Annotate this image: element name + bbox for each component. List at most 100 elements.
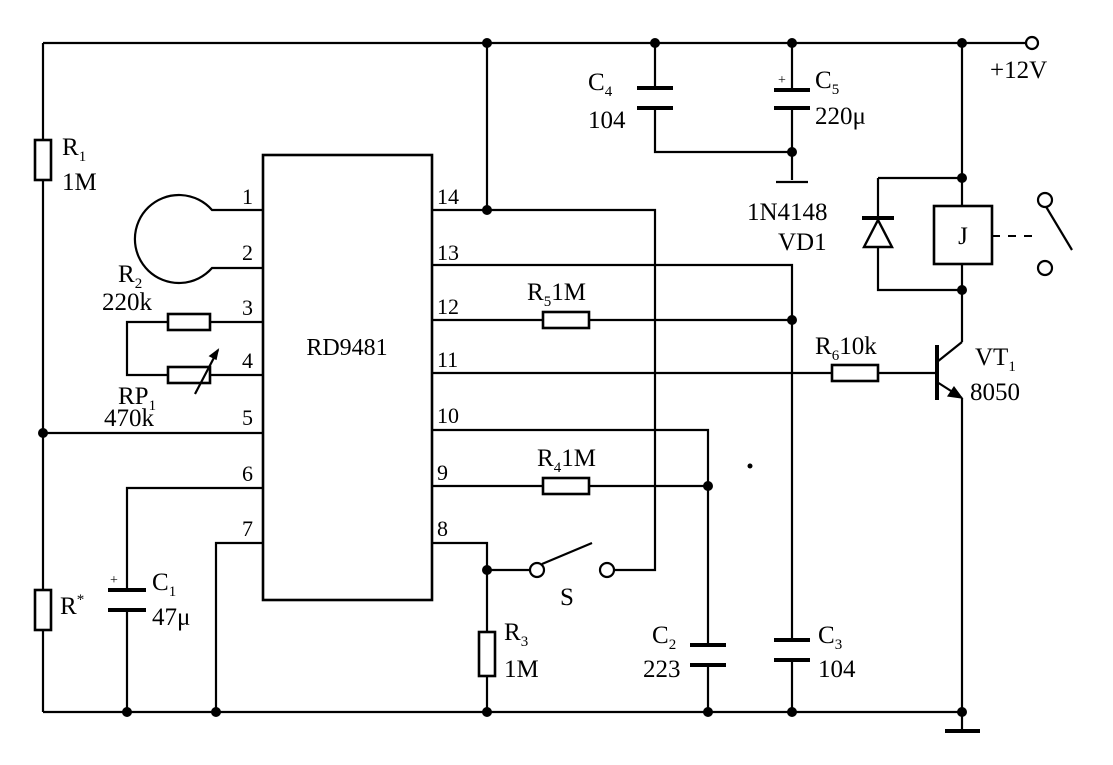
potentiometer-rp1: RP1 470k xyxy=(104,348,220,432)
svg-text:R*: R* xyxy=(60,592,84,620)
c4-value: 104 xyxy=(588,107,626,134)
transistor-vt1: VT1 8050 xyxy=(935,341,1020,406)
svg-text:C5: C5 xyxy=(815,67,839,98)
r4-sub: 4 xyxy=(554,460,562,476)
ic-pin-3: 3 xyxy=(242,295,253,320)
r3-ref: R xyxy=(504,619,521,646)
svg-text:C2: C2 xyxy=(652,622,676,653)
switch-ref: S xyxy=(560,584,574,611)
resistor-r4: R41M xyxy=(537,445,596,496)
svg-text:R3: R3 xyxy=(504,619,528,650)
vt1-sub: 1 xyxy=(1008,359,1016,375)
vt1-part: 8050 xyxy=(970,379,1020,406)
svg-text:R51M: R51M xyxy=(527,279,586,310)
ic-pin-8: 8 xyxy=(437,516,448,541)
supply-label: +12V xyxy=(990,57,1047,84)
r1-sub: 1 xyxy=(79,149,87,165)
switch-s: S xyxy=(528,541,616,611)
c2-sub: 2 xyxy=(669,637,677,653)
r5-sub: 5 xyxy=(544,294,552,310)
ic-pin-4: 4 xyxy=(242,348,253,373)
c1-ref: C xyxy=(152,569,169,596)
piezo-sensor xyxy=(133,193,263,285)
relay-j: J xyxy=(932,191,1054,277)
vt1-ref: VT xyxy=(975,344,1008,371)
ic-pin-9: 9 xyxy=(437,460,448,485)
r6-ref: R xyxy=(815,333,832,360)
ic-pin-11: 11 xyxy=(437,347,458,372)
ic-name: RD9481 xyxy=(306,335,387,361)
capacitor-c4: C4 104 xyxy=(588,69,673,134)
ic-pin-13: 13 xyxy=(437,240,459,265)
c1-value: 47μ xyxy=(152,604,190,631)
c5-value: 220μ xyxy=(815,103,866,130)
resistor-r1: R1 1M xyxy=(33,134,97,196)
diode-vd1: 1N4148 VD1 xyxy=(747,199,894,256)
vd1-part: 1N4148 xyxy=(747,199,828,226)
c1-sub: 1 xyxy=(169,584,177,600)
ic-pin-2: 2 xyxy=(242,240,253,265)
r1-value: 1M xyxy=(62,169,97,196)
wires xyxy=(41,41,1073,730)
r5-ref: R xyxy=(527,279,544,306)
svg-text:R41M: R41M xyxy=(537,445,596,476)
capacitor-c1: + C1 47μ xyxy=(108,569,190,631)
svg-text:R1: R1 xyxy=(62,134,86,165)
r2-sub: 2 xyxy=(135,276,143,292)
svg-text:C1: C1 xyxy=(152,569,176,600)
r6-sub: 6 xyxy=(832,348,840,364)
resistor-r5: R51M xyxy=(527,279,591,330)
r2-value: 220k xyxy=(102,289,153,316)
rstar-ref: R xyxy=(60,593,77,620)
r4-value: 1M xyxy=(561,445,596,472)
relay-ref: J xyxy=(958,223,968,250)
resistor-rstar: R* xyxy=(33,588,84,632)
c5-polarity: + xyxy=(778,73,786,88)
ic-rd9481: RD9481 1 2 3 4 5 6 7 14 13 12 11 10 9 8 xyxy=(242,153,459,602)
svg-text:C3: C3 xyxy=(818,622,842,653)
ic-pin-6: 6 xyxy=(242,461,253,486)
ic-pin-7: 7 xyxy=(242,516,253,541)
r5-value: 1M xyxy=(551,279,586,306)
rp1-value: 470k xyxy=(104,405,155,432)
svg-text:C4: C4 xyxy=(588,69,613,100)
supply-terminal: +12V xyxy=(990,35,1047,84)
r6-value: 10k xyxy=(839,333,877,360)
ic-pin-12: 12 xyxy=(437,294,459,319)
c5-sub: 5 xyxy=(832,82,840,98)
capacitor-c5: + C5 220μ xyxy=(774,67,866,130)
r3-sub: 3 xyxy=(521,634,529,650)
r3-value: 1M xyxy=(504,656,539,683)
ic-pin-5: 5 xyxy=(242,405,253,430)
c4-ref: C xyxy=(588,69,605,96)
ic-pin-14: 14 xyxy=(437,184,459,209)
svg-text:VT1: VT1 xyxy=(975,344,1016,375)
rstar-sup: * xyxy=(77,592,85,608)
c1-polarity: + xyxy=(110,573,118,588)
capacitor-c3: C3 104 xyxy=(774,622,856,683)
ic-pin-1: 1 xyxy=(242,184,253,209)
junctions xyxy=(38,38,967,717)
svg-text:R610k: R610k xyxy=(815,333,877,364)
resistor-r3: R3 1M xyxy=(477,619,539,683)
r4-ref: R xyxy=(537,445,554,472)
c3-sub: 3 xyxy=(835,637,843,653)
ic-pin-10: 10 xyxy=(437,403,459,428)
svg-text:R2: R2 xyxy=(118,261,142,292)
r1-ref: R xyxy=(62,134,79,161)
c2-ref: C xyxy=(652,622,669,649)
rp1-sub: 1 xyxy=(149,398,157,414)
c3-ref: C xyxy=(818,622,835,649)
c5-ref: C xyxy=(815,67,832,94)
r2-ref: R xyxy=(118,261,135,288)
capacitor-c2: C2 223 xyxy=(643,622,726,683)
c4-sub: 4 xyxy=(605,84,613,100)
resistor-r6: R610k xyxy=(815,333,880,383)
vd1-ref: VD1 xyxy=(778,229,827,256)
c3-value: 104 xyxy=(818,656,856,683)
c2-value: 223 xyxy=(643,656,681,683)
svg-text:RP1: RP1 xyxy=(118,383,156,414)
resistor-r2: R2 220k xyxy=(102,261,212,332)
rp1-ref: RP xyxy=(118,383,149,410)
